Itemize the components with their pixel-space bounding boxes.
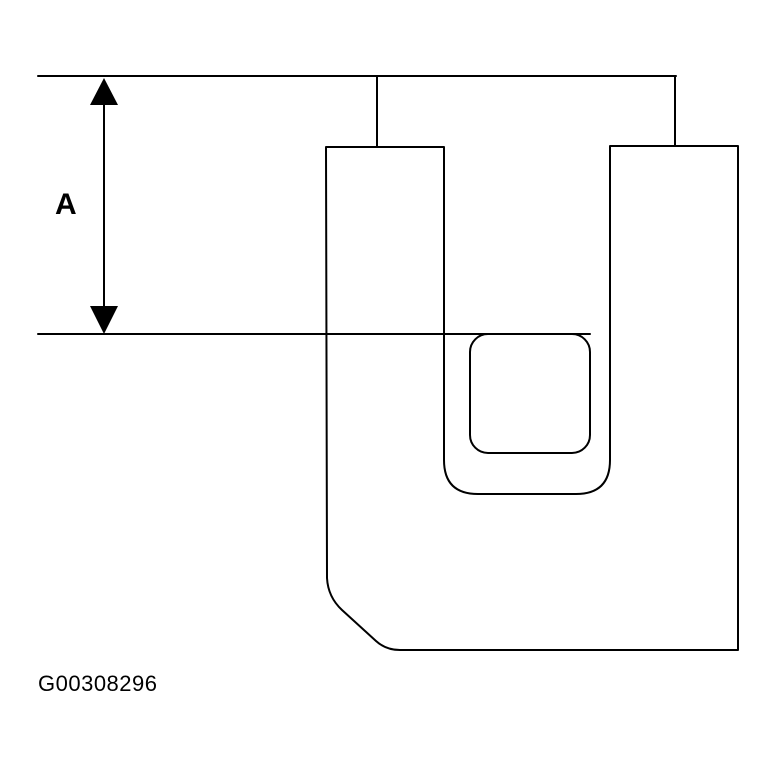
clip-outline [325, 145, 739, 651]
arrowhead-down [90, 306, 118, 334]
clip-window [469, 333, 591, 454]
figure-id: G00308296 [38, 671, 158, 696]
arrowhead-up [90, 78, 118, 105]
dimension-label: A [55, 188, 77, 221]
